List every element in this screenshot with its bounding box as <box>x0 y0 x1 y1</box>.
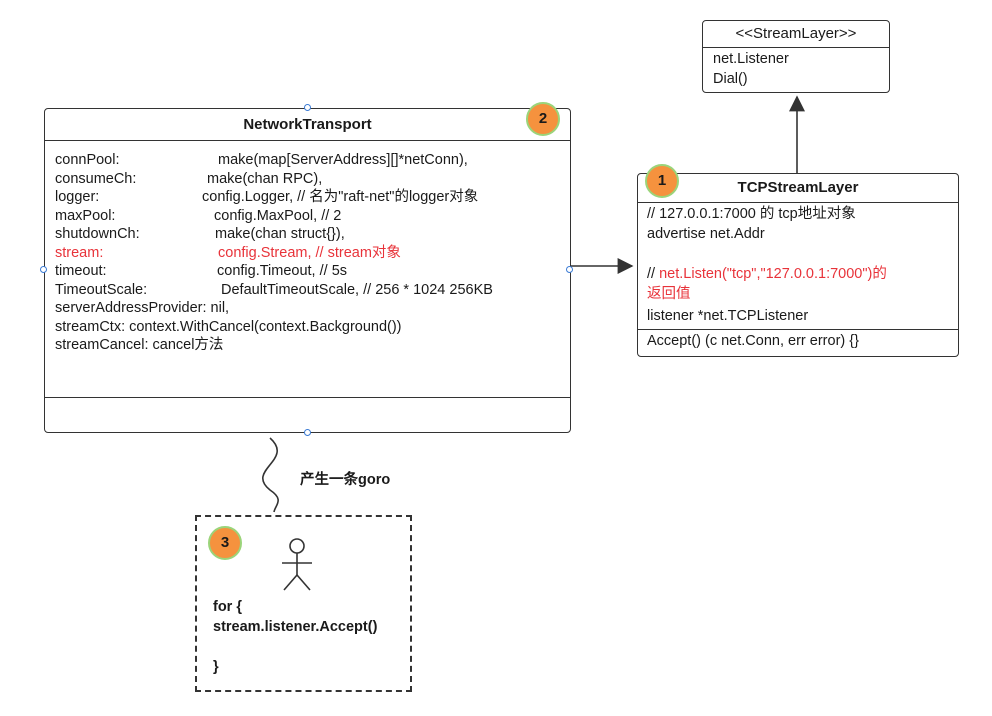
network-transport-divider-top <box>45 140 570 141</box>
goroutine-squiggle <box>262 437 279 513</box>
tcp-accept-method: Accept() (c net.Conn, err error) {} <box>647 333 859 349</box>
field-value: make(map[ServerAddress][]*netConn), <box>218 152 468 168</box>
tcp-stream-layer-divider-top <box>638 202 958 203</box>
field-name: consumeCh: <box>55 170 137 187</box>
field-value: DefaultTimeoutScale, // 256 * 1024 256KB <box>221 281 493 298</box>
field-value: make(chan struct{}), <box>215 226 345 242</box>
tcp-stream-layer-class[interactable]: TCPStreamLayer // 127.0.0.1:7000 的 tcp地址… <box>637 173 959 357</box>
field-name: TimeoutScale: <box>55 281 148 298</box>
badge-1: 1 <box>645 164 679 198</box>
stream-layer-interface[interactable]: <<StreamLayer>> net.Listener Dial() <box>702 20 890 93</box>
goroutine-code-for: for { <box>213 599 242 615</box>
anchor-left <box>40 266 47 273</box>
field-name: maxPool: <box>55 207 116 224</box>
network-transport-divider-bottom <box>45 397 570 398</box>
field-name: serverAddressProvider: nil, <box>55 300 230 316</box>
actor-icon <box>282 538 312 591</box>
field-value: config.Timeout, // 5s <box>217 263 348 279</box>
tcp-advertise-field: advertise net.Addr <box>647 226 765 242</box>
anchor-bottom <box>304 429 311 436</box>
tcp-comment-listen: // net.Listen("tcp","127.0.0.1:7000")的 <box>647 265 887 284</box>
field-name: stream: <box>55 244 104 261</box>
tcp-comment-address: // 127.0.0.1:7000 的 tcp地址对象 <box>647 206 856 222</box>
stream-layer-member-dial: Dial() <box>713 71 748 87</box>
anchor-right <box>566 266 573 273</box>
tcp-listener-field: listener *net.TCPListener <box>647 308 809 324</box>
tcp-comment-listen-call: net.Listen("tcp","127.0.0.1:7000")的 <box>659 266 887 282</box>
stream-layer-title: <<StreamLayer>> <box>735 25 857 42</box>
anchor-top <box>304 104 311 111</box>
field-name: streamCancel: cancel方法 <box>55 337 224 353</box>
goroutine-code-accept: stream.listener.Accept() <box>213 619 378 635</box>
stream-layer-divider <box>703 47 889 48</box>
network-transport-title: NetworkTransport <box>243 116 372 133</box>
field-name: logger: <box>55 189 100 205</box>
stream-layer-member-listener: net.Listener <box>713 51 789 67</box>
badge-2: 2 <box>526 102 560 136</box>
field-name: timeout: <box>55 263 107 279</box>
tcp-comment-listen-prefix: // <box>647 266 660 282</box>
field-value: make(chan RPC), <box>207 170 323 187</box>
badge-3: 3 <box>208 526 242 560</box>
tcp-comment-listen-return: 返回值 <box>647 286 691 302</box>
field-value: config.Stream, // stream对象 <box>218 244 401 261</box>
goroutine-box[interactable]: for { stream.listener.Accept() } <box>195 515 412 692</box>
field-value: config.Logger, // 名为"raft-net"的logger对象 <box>202 189 479 205</box>
tcp-stream-layer-divider-bottom <box>638 329 958 330</box>
goroutine-code-close: } <box>213 659 219 675</box>
field-name: connPool: <box>55 152 120 168</box>
field-name: streamCtx: context.WithCancel(context.Ba… <box>55 318 402 335</box>
field-name: shutdownCh: <box>55 226 140 242</box>
network-transport-class[interactable]: NetworkTransport connPool: make(map[Serve… <box>44 108 571 433</box>
tcp-stream-layer-title: TCPStreamLayer <box>737 179 859 196</box>
field-value: config.MaxPool, // 2 <box>214 207 342 224</box>
goroutine-label: 产生一条goro <box>300 472 391 488</box>
